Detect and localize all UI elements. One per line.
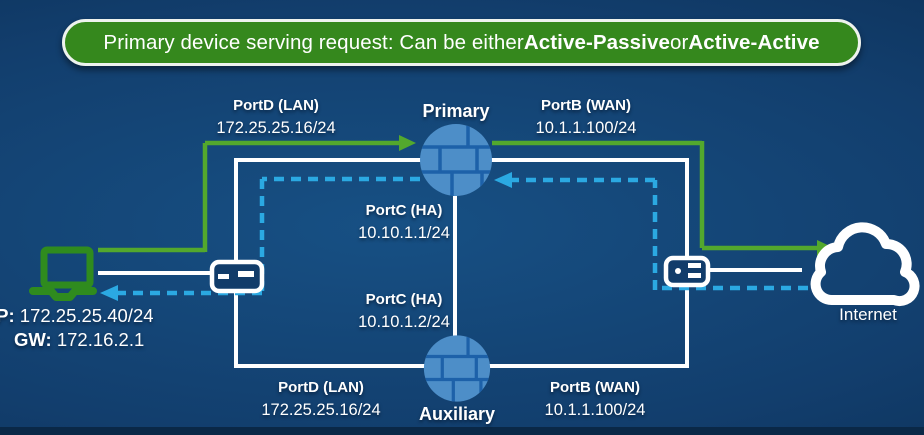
wan-switch-led xyxy=(675,268,681,274)
client-gw-label: GW: xyxy=(14,329,52,350)
auxiliary-firewall-label: Auxiliary xyxy=(418,404,496,424)
laptop-base xyxy=(29,287,97,301)
return-arrow-into-client xyxy=(100,285,118,301)
port-label-primary-ha: PortC (HA) 10.10.1.1/24 xyxy=(358,200,450,244)
primary-firewall-icon xyxy=(420,124,492,196)
port-address: 10.10.1.1/24 xyxy=(358,224,450,242)
lan-switch-icon xyxy=(209,259,265,294)
wan-switch-body xyxy=(663,255,711,288)
primary-firewall-bricks xyxy=(420,124,492,196)
banner-emphasis-active-passive: Active-Passive xyxy=(523,30,670,54)
return-arrow-into-primary xyxy=(494,172,512,188)
internet-cloud-icon xyxy=(810,222,920,307)
lan-switch-port-b xyxy=(238,271,254,277)
client-ip-value: 172.25.25.40/24 xyxy=(14,305,154,326)
port-label-primary-wan: PortB (WAN) 10.1.1.100/24 xyxy=(536,95,637,139)
port-label-auxiliary-wan: PortB (WAN) 10.1.1.100/24 xyxy=(545,377,646,421)
port-address: 10.1.1.100/24 xyxy=(544,401,646,419)
port-name: PortC (HA) xyxy=(365,291,443,308)
port-address: 10.10.1.2/24 xyxy=(358,313,450,331)
client-gw-value: 172.16.2.1 xyxy=(51,329,145,350)
client-ip-text: IP: 172.25.25.40/24 xyxy=(0,305,154,327)
request-path xyxy=(98,140,817,253)
port-name: PortC (HA) xyxy=(365,202,443,219)
auxiliary-firewall-bricks xyxy=(423,335,491,402)
port-name: PortD (LAN) xyxy=(278,379,364,396)
request-arrow-into-primary xyxy=(399,135,416,151)
port-name: PortB (WAN) xyxy=(541,97,631,114)
port-label-auxiliary-lan: PortD (LAN) 172.25.25.16/24 xyxy=(261,377,380,421)
port-address: 172.25.25.16/24 xyxy=(216,119,336,137)
wan-switch-port-b xyxy=(688,273,701,278)
auxiliary-firewall-body xyxy=(423,335,491,402)
wan-switch-icon xyxy=(663,255,711,288)
lan-switch-port-a xyxy=(218,274,229,279)
laptop-icon xyxy=(29,246,97,301)
port-label-auxiliary-ha: PortC (HA) 10.10.1.2/24 xyxy=(358,289,450,333)
auxiliary-firewall-icon xyxy=(423,335,491,402)
port-address: 172.25.25.16/24 xyxy=(261,401,381,419)
client-ip-label: IP: xyxy=(0,305,15,326)
client-gw-text: GW: 172.16.2.1 xyxy=(14,329,144,351)
banner: Primary device serving request: Can be e… xyxy=(62,19,861,66)
banner-text-prefix: Primary device serving request: Can be e… xyxy=(103,30,524,54)
port-label-primary-lan: PortD (LAN) 172.25.25.16/24 xyxy=(216,95,335,139)
laptop-screen xyxy=(40,246,94,289)
banner-text-connector: or xyxy=(669,30,689,54)
port-address: 10.1.1.100/24 xyxy=(535,119,637,137)
bottom-strip xyxy=(0,427,924,435)
banner-emphasis-active-active: Active-Active xyxy=(688,30,820,54)
primary-firewall-body xyxy=(420,124,492,196)
internet-label: Internet xyxy=(839,305,897,324)
wan-switch-port-a xyxy=(688,263,701,268)
lan-switch-body xyxy=(209,259,265,294)
port-name: PortD (LAN) xyxy=(233,97,319,114)
port-name: PortB (WAN) xyxy=(550,379,640,396)
primary-firewall-label: Primary xyxy=(422,101,490,121)
